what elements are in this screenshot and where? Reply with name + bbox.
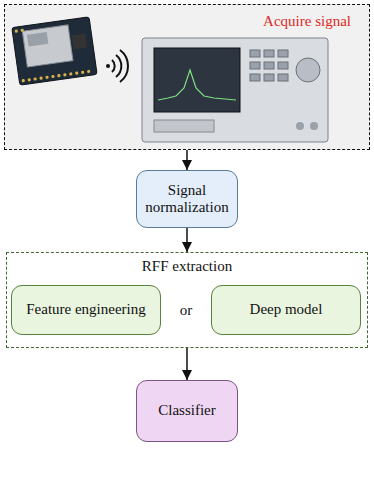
method-box: Feature engineering (11, 285, 161, 335)
node-text: Classifier (158, 402, 216, 419)
node-text: Acquire signal (263, 13, 351, 30)
extraction-group: RFF extractionFeature engineering Deep mo… (6, 252, 368, 348)
node-text: RFF extraction (142, 258, 232, 275)
flow-arrow (186, 150, 188, 170)
flow-arrow (186, 228, 188, 252)
node-text: Deep model (250, 301, 323, 318)
spectrum-analyzer (142, 38, 328, 142)
node-text: Signal normalization (145, 182, 229, 217)
acquire-region: Acquire signal (4, 4, 370, 150)
acquire-ground (4, 4, 370, 150)
process-box: Signal normalization (136, 170, 238, 228)
node-text: Feature engineering (26, 301, 146, 318)
device-board (12, 17, 97, 85)
flow-arrow (186, 348, 188, 380)
classifier-box: Classifier (136, 380, 238, 442)
method-box: Deep model (211, 285, 361, 335)
wireless-symbol (106, 50, 128, 82)
connector-word: or (180, 302, 193, 319)
